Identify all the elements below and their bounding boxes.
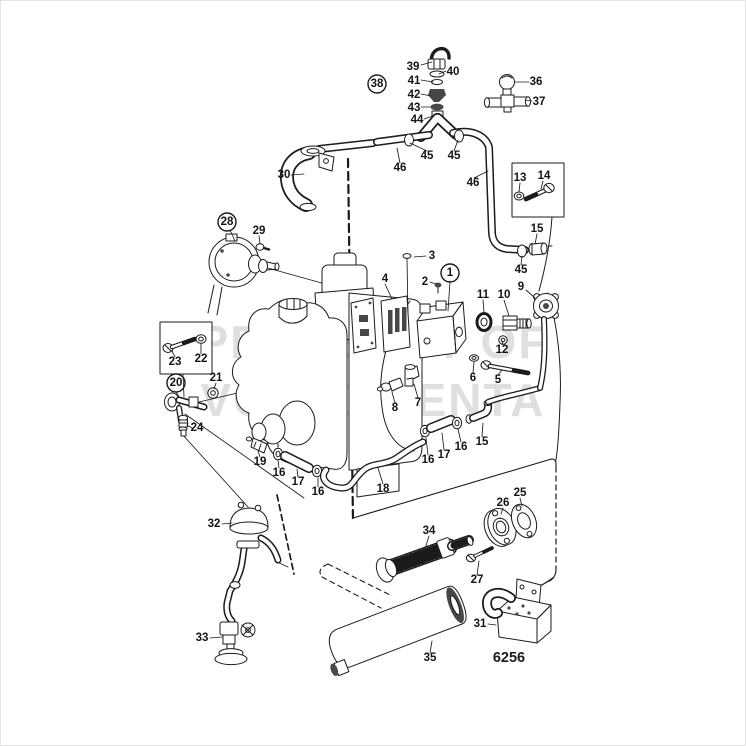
callout-circle-20 (166, 373, 186, 393)
part-label-16-38: 16 (273, 467, 286, 479)
part-label-46-12: 46 (467, 177, 480, 189)
part-label-9-18: 9 (518, 281, 524, 293)
part-label-8-35: 8 (392, 402, 399, 414)
part-label-27-51: 27 (471, 574, 484, 586)
part-label-12-32: 12 (496, 344, 509, 356)
vent-valve-stack (416, 47, 461, 142)
part-label-1-22: 1 (447, 267, 454, 279)
part-label-44-6: 44 (411, 114, 424, 126)
part-label-17-39: 17 (292, 476, 305, 488)
part-label-35-52: 35 (424, 652, 437, 664)
fuel-line-chain (245, 316, 548, 492)
part-label-15-45: 15 (476, 436, 489, 448)
part-label-5-34: 5 (495, 374, 502, 386)
inset-box-22-23 (159, 321, 213, 375)
elbow-pipe-30 (279, 145, 335, 212)
vent-hoses (315, 127, 553, 258)
part-label-36-7: 36 (530, 76, 543, 88)
part-label-19-37: 19 (254, 456, 267, 468)
part-label-21-29: 21 (210, 372, 223, 384)
part-label-13-14: 13 (514, 172, 527, 184)
part-label-39-1: 39 (407, 61, 420, 73)
part-label-42-4: 42 (408, 89, 421, 101)
part-label-3-21: 3 (429, 250, 435, 262)
drawing-number: 6256 (493, 650, 525, 666)
bracket-31 (482, 576, 555, 644)
part-label-22-28: 22 (195, 353, 208, 365)
drain-pipe-32-33 (214, 501, 282, 666)
circulation-pump-28 (207, 233, 280, 316)
part-label-2-23: 2 (422, 276, 428, 288)
drain-cock-36-37 (483, 74, 532, 113)
part-label-4-24: 4 (382, 273, 389, 285)
part-label-20-30: 20 (170, 377, 183, 389)
part-label-30-13: 30 (278, 169, 291, 181)
engine-block (232, 252, 423, 498)
part-label-46-11: 46 (394, 162, 407, 174)
part-label-41-3: 41 (408, 75, 421, 87)
part-label-14-15: 14 (538, 170, 551, 182)
part-label-45-17: 45 (515, 264, 528, 276)
connector-fittings-10-11-12 (475, 312, 532, 345)
part-label-45-9: 45 (421, 150, 434, 162)
fittings-7-8 (376, 364, 420, 392)
part-label-23-27: 23 (169, 356, 182, 368)
part-label-24-31: 24 (191, 422, 204, 434)
part-label-10-26: 10 (498, 289, 511, 301)
leader-lines (171, 61, 544, 654)
drain-cock-20-21-24 (164, 387, 219, 437)
part-label-15-16: 15 (531, 223, 544, 235)
muffler-35 (328, 585, 467, 677)
callout-circle-38 (367, 74, 387, 94)
part-label-33-47: 33 (196, 632, 209, 644)
part-label-32-46: 32 (208, 518, 221, 530)
bolt-5-washer-6 (468, 354, 531, 376)
thermostat-housing-1 (350, 253, 467, 359)
part-label-16-44: 16 (455, 441, 468, 453)
callout-circle-28 (217, 212, 237, 232)
part-label-34-48: 34 (423, 525, 436, 537)
part-label-6-33: 6 (470, 372, 476, 384)
callout-circle-1 (440, 263, 460, 283)
part-label-11-25: 11 (477, 289, 490, 301)
part-label-18-41: 18 (377, 483, 390, 495)
part-label-16-42: 16 (422, 454, 435, 466)
part-label-45-10: 45 (448, 150, 461, 162)
part-label-40-2: 40 (447, 66, 460, 78)
part-label-7-36: 7 (415, 397, 421, 409)
part-label-38-0: 38 (371, 78, 384, 90)
flange-9 (533, 293, 559, 319)
part-label-43-5: 43 (408, 102, 421, 114)
part-label-28-19: 28 (221, 216, 234, 228)
part-label-17-43: 17 (438, 449, 451, 461)
part-label-25-50: 25 (514, 487, 527, 499)
part-label-26-49: 26 (497, 497, 510, 509)
part-label-16-40: 16 (312, 486, 325, 498)
part-label-31-53: 31 (474, 618, 487, 630)
exhaust-assembly (319, 458, 557, 677)
inset-box-13-14 (511, 162, 565, 218)
part-label-29-20: 29 (253, 225, 266, 237)
part-label-37-8: 37 (533, 96, 546, 108)
